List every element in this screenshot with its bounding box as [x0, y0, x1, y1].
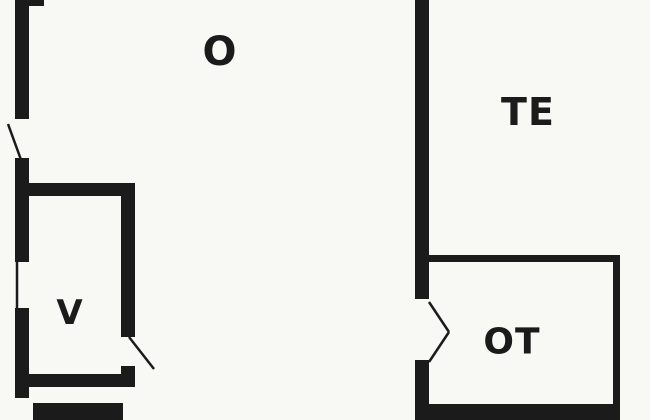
wall-ot-top: [429, 255, 620, 262]
door-swing-middle-upper: [427, 301, 451, 333]
wall-middle-lower: [415, 360, 429, 420]
wall-ot-bottom: [429, 404, 619, 420]
room-label-v: V: [56, 293, 84, 333]
wall-v-top: [29, 183, 135, 196]
wall-top-stub: [29, 0, 44, 6]
room-label-te: TE: [501, 90, 555, 134]
wall-ot-right: [613, 255, 620, 420]
room-label-o: O: [202, 29, 238, 75]
wall-v-bottom: [29, 374, 135, 387]
wall-left-mid: [15, 158, 29, 262]
wall-middle-upper: [415, 0, 429, 299]
wall-v-right-upper: [121, 183, 135, 337]
door-swing-middle-lower: [427, 331, 451, 363]
wall-bottom-left-outer: [33, 403, 123, 420]
wall-left-upper: [15, 0, 29, 119]
door-swing-room-v: [128, 336, 155, 370]
wall-left-lower: [15, 308, 29, 398]
room-label-ot: OT: [483, 321, 541, 363]
